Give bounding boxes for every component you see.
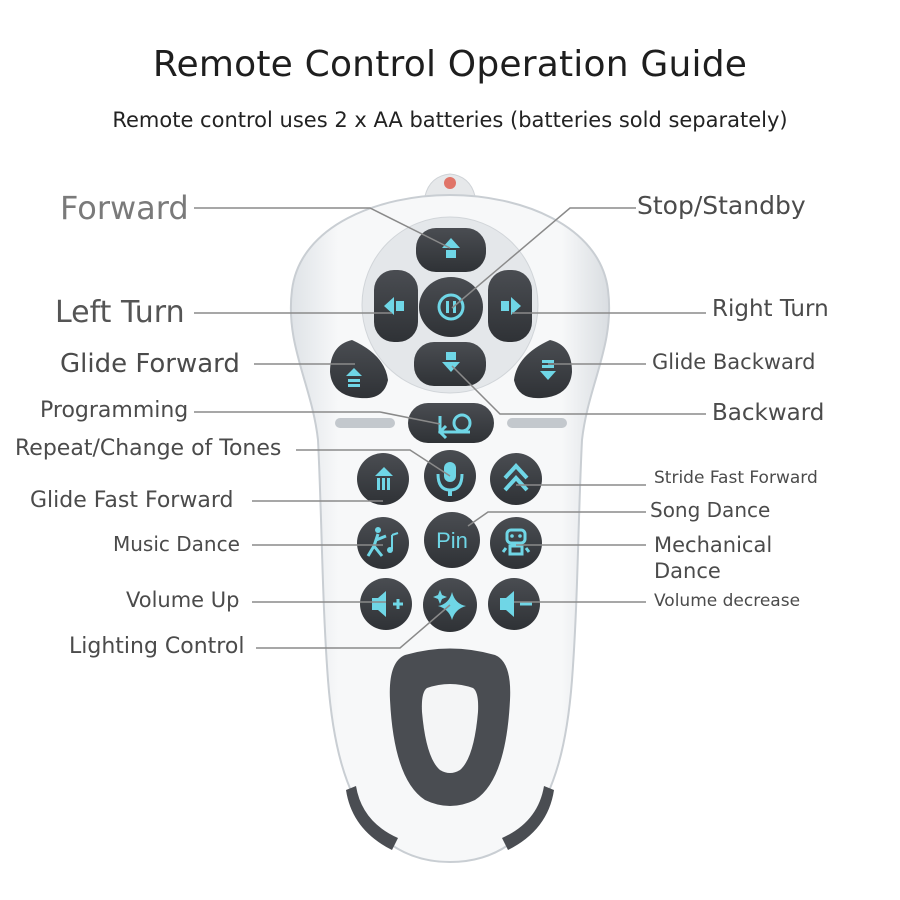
leader-lines	[194, 207, 706, 649]
label-backward: Backward	[712, 400, 825, 426]
label-glide-forward: Glide Forward	[60, 349, 240, 379]
label-mechanical-dance-line1: Mechanical	[654, 533, 773, 557]
glide-backward-button[interactable]	[514, 340, 572, 399]
label-glide-backward: Glide Backward	[652, 350, 816, 374]
label-mechanical-dance-line2: Dance	[654, 559, 721, 583]
left-turn-button[interactable]	[374, 270, 418, 342]
right-slot	[507, 418, 567, 428]
programming-button[interactable]	[408, 403, 494, 443]
leader-forward	[194, 207, 451, 249]
label-glide-fast-forward: Glide Fast Forward	[30, 488, 234, 513]
stop-standby-button[interactable]	[419, 277, 483, 337]
label-song-dance: Song Dance	[650, 498, 771, 522]
song-dance-button[interactable]: Pin	[424, 512, 480, 568]
bottom-right-bumper	[502, 786, 554, 850]
label-right-turn: Right Turn	[712, 296, 829, 322]
mechanical-dance-button[interactable]	[490, 517, 542, 569]
label-programming: Programming	[40, 398, 189, 423]
leader-programming	[194, 411, 441, 425]
pin-label: Pin	[436, 528, 468, 553]
volume-decrease-button[interactable]	[488, 578, 540, 630]
page-subtitle: Remote control uses 2 x AA batteries (ba…	[112, 108, 788, 132]
right-turn-button[interactable]	[488, 270, 532, 342]
bottom-grip	[389, 648, 511, 806]
music-dance-button[interactable]	[357, 517, 409, 569]
leader-backward	[451, 365, 706, 415]
label-volume-decrease: Volume decrease	[654, 591, 801, 611]
stride-fast-forward-button[interactable]	[490, 453, 542, 505]
label-left-turn: Left Turn	[55, 295, 185, 330]
glide-forward-button[interactable]	[330, 340, 388, 399]
label-music-dance: Music Dance	[113, 532, 240, 556]
bottom-left-bumper	[346, 786, 398, 850]
page-title: Remote Control Operation Guide	[152, 44, 748, 85]
remote-top-nub	[424, 173, 476, 197]
leader-song-dance	[467, 511, 646, 527]
leader-repeat	[296, 449, 451, 477]
leader-stop	[451, 207, 636, 309]
left-slot	[335, 418, 395, 428]
glide-fast-forward-button[interactable]	[357, 453, 409, 505]
volume-up-button[interactable]	[360, 578, 412, 630]
label-forward: Forward	[60, 189, 189, 227]
backward-button[interactable]	[414, 342, 486, 386]
label-stop-standby: Stop/Standby	[637, 191, 806, 220]
label-stride-fast-forward: Stride Fast Forward	[654, 468, 818, 488]
leader-lighting	[256, 604, 451, 649]
forward-button[interactable]	[416, 228, 486, 272]
label-lighting-control: Lighting Control	[69, 634, 245, 659]
label-volume-up: Volume Up	[126, 588, 240, 612]
label-repeat-tones: Repeat/Change of Tones	[15, 436, 282, 461]
